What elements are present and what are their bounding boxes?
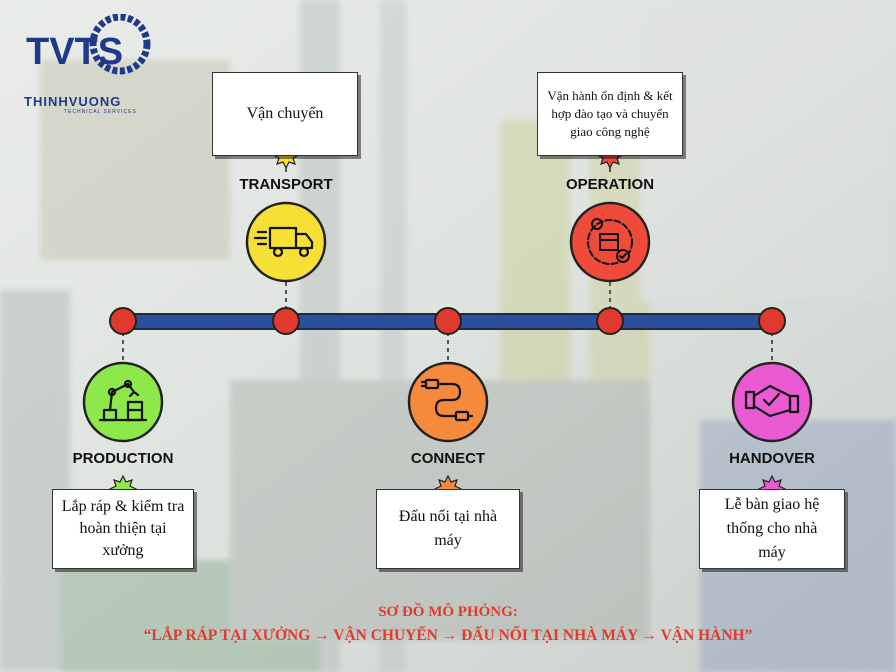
truck-icon xyxy=(253,226,314,258)
stage-card-handover: Lễ bàn giao hệ thống cho nhà máy xyxy=(699,489,845,569)
cable-icon xyxy=(420,378,474,422)
brand-logo: TVTS THINHVUONG TECHNICAL SERVICES xyxy=(22,14,152,115)
stage-description-connect: Đấu nối tại nhà máy xyxy=(398,508,498,549)
tvts-logo-icon: TVTS xyxy=(26,14,151,75)
stage-description-production: Lắp ráp & kiểm tra hoàn thiện tại xưởng xyxy=(61,498,185,559)
stage-circle-production xyxy=(82,361,164,443)
stage-card-transport: Vận chuyển xyxy=(212,72,358,156)
timeline-node-transport xyxy=(272,307,300,335)
gear-operation-icon xyxy=(587,218,633,265)
stage-card-operation: Vận hành ổn định & kết hợp đào tạo và ch… xyxy=(537,72,683,156)
stage-label-transport: TRANSPORT xyxy=(239,176,333,193)
stage-description-handover: Lễ bàn giao hệ thống cho nhà máy xyxy=(724,496,820,561)
brand-subtitle: TECHNICAL SERVICES xyxy=(64,109,137,115)
footer-subtitle: “LẮP RÁP TẠI XƯỞNG → VẬN CHUYỂN → ĐẤU NỐ… xyxy=(143,627,753,644)
timeline-node-connect xyxy=(434,307,462,335)
brand-name: THINHVUONG xyxy=(24,94,122,109)
logo-text: TVTS xyxy=(26,31,123,73)
stage-card-connect: Đấu nối tại nhà máy xyxy=(376,489,520,569)
timeline-node-handover xyxy=(758,307,786,335)
stage-label-connect: CONNECT xyxy=(410,450,486,467)
timeline-node-operation xyxy=(596,307,624,335)
stage-card-production: Lắp ráp & kiểm tra hoàn thiện tại xưởng xyxy=(52,489,194,569)
stage-description-operation: Vận hành ổn định & kết hợp đào tạo và ch… xyxy=(547,88,673,139)
timeline-node-production xyxy=(109,307,137,335)
stage-description-transport: Vận chuyển xyxy=(246,105,324,122)
stage-circle-operation xyxy=(569,201,651,283)
stage-circle-connect xyxy=(407,361,489,443)
stage-label-production: PRODUCTION xyxy=(72,450,174,467)
stage-label-handover: HANDOVER xyxy=(729,450,815,467)
stage-circle-transport xyxy=(245,201,327,283)
footer-title: SƠ ĐỒ MÔ PHỎNG: xyxy=(378,604,518,620)
handover-check-icon xyxy=(744,384,800,418)
stage-label-operation: OPERATION xyxy=(565,176,655,193)
robot-arm-icon xyxy=(98,379,148,422)
